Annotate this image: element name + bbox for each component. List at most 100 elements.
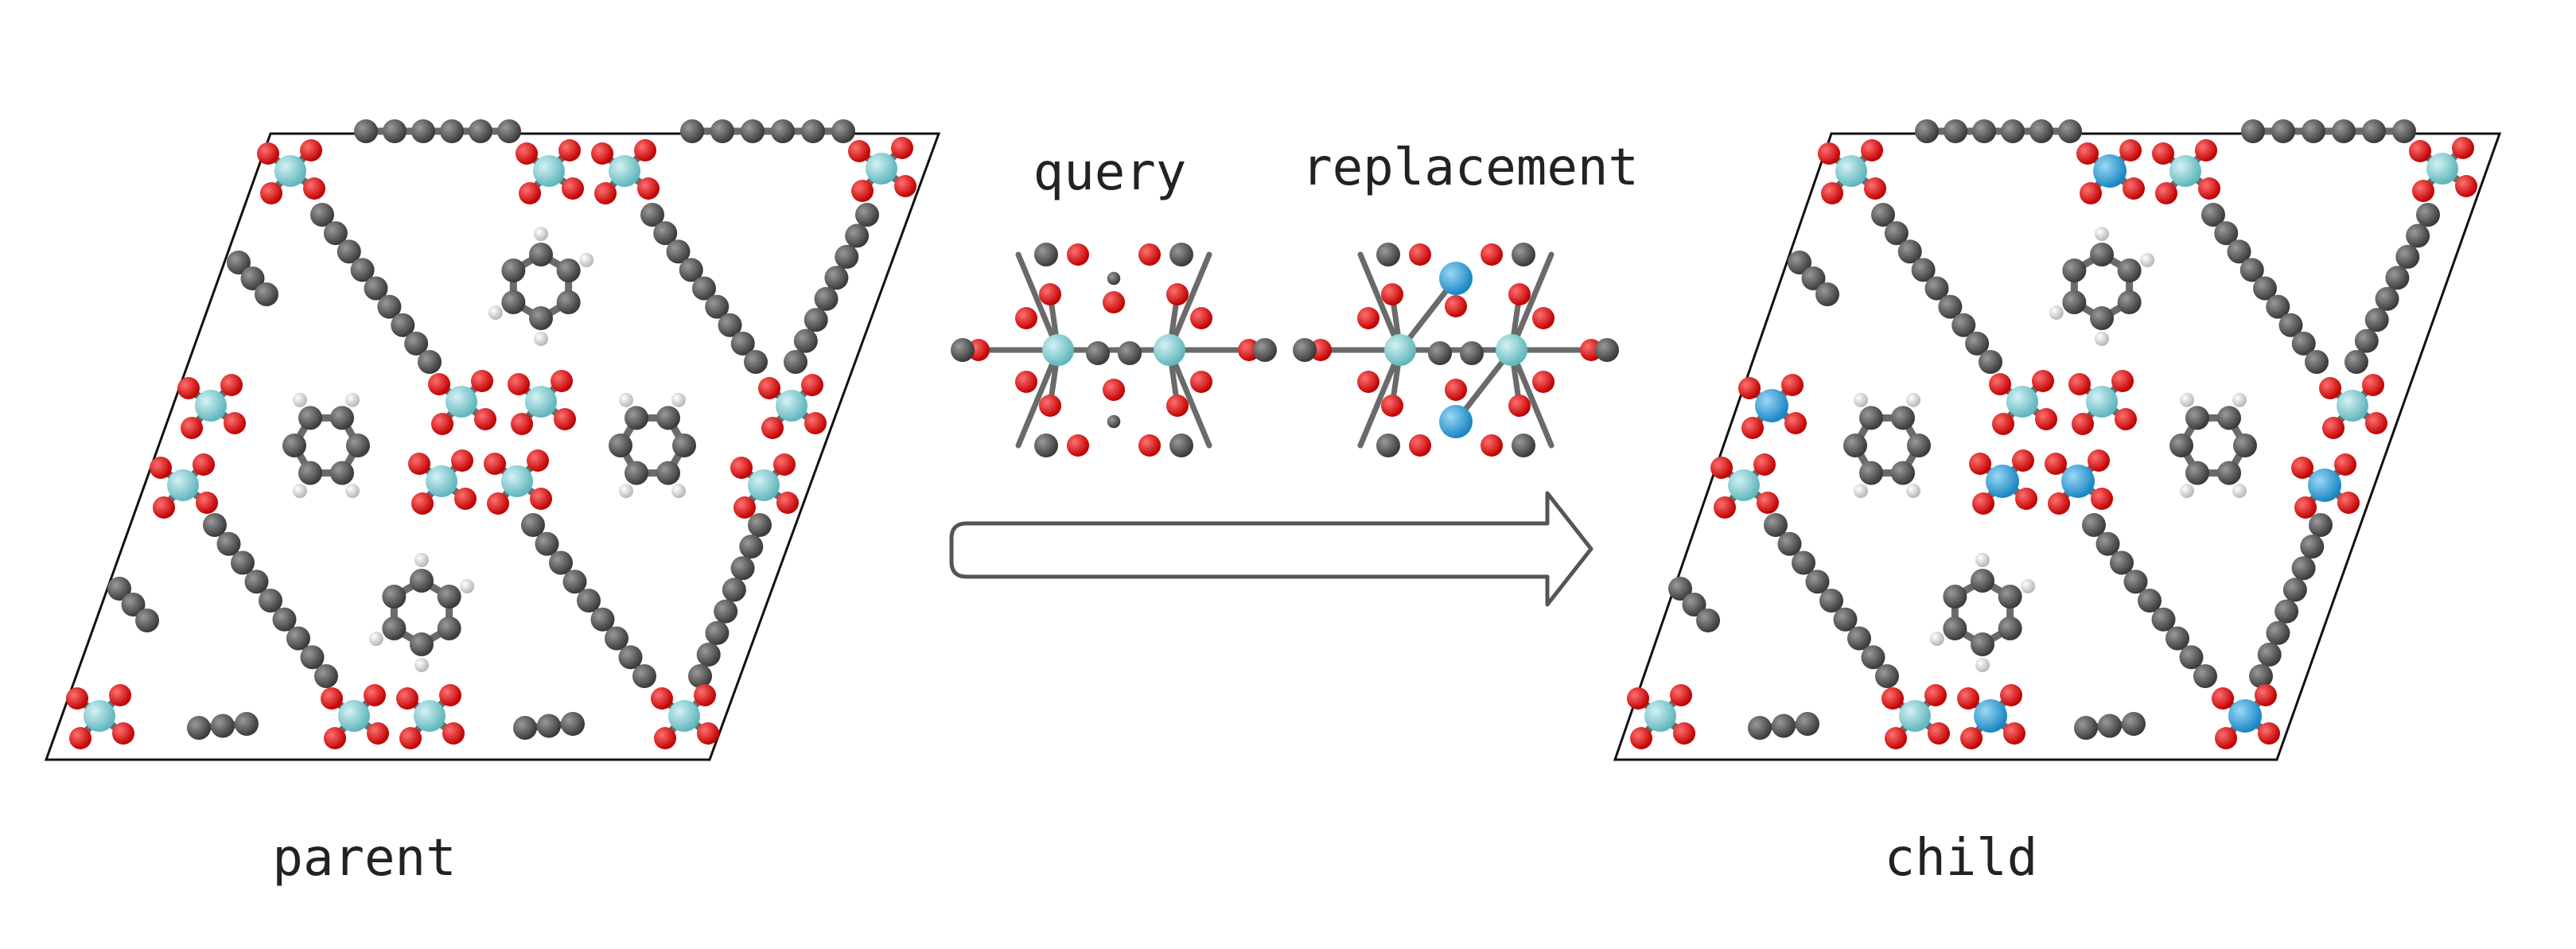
carbon-atom-icon: [1971, 632, 1994, 656]
oxygen-atom-icon: [2012, 449, 2034, 472]
oxygen-atom-icon: [1630, 727, 1652, 749]
oxygen-atom-icon: [527, 449, 549, 472]
oxygen-atom-icon: [2072, 413, 2094, 435]
carbon-atom-icon: [2151, 607, 2176, 632]
oxygen-atom-icon: [558, 139, 581, 161]
oxygen-atom-icon: [1972, 492, 1994, 515]
carbon-atom-icon: [1748, 716, 1772, 740]
carbon-atom-icon: [2249, 664, 2273, 688]
oxygen-atom-icon: [1481, 243, 1503, 266]
oxygen-atom-icon: [2152, 142, 2174, 165]
oxygen-atom-icon: [69, 727, 91, 749]
oxygen-atom-icon: [1818, 142, 1840, 165]
carbon-atom-icon: [2354, 329, 2379, 353]
hydrogen-atom-icon: [2021, 579, 2036, 593]
carbon-atom-icon: [354, 119, 378, 143]
carbon-atom-icon: [1777, 531, 1802, 556]
carbon-atom-icon: [656, 461, 680, 485]
carbon-atom-icon: [2122, 712, 2146, 736]
oxygen-atom-icon: [2365, 412, 2387, 434]
carbon-atom-icon: [605, 626, 628, 651]
carbon-atom-icon: [300, 645, 325, 670]
oxygen-atom-icon: [651, 687, 673, 710]
hydrogen-atom-icon: [293, 484, 307, 499]
carbon-atom-icon: [310, 203, 334, 227]
carbon-atom-icon: [2110, 550, 2134, 575]
oxygen-atom-icon: [1821, 182, 1843, 204]
oxygen-atom-icon: [654, 727, 676, 749]
transformation-arrow: [949, 491, 1593, 607]
carbon-atom-icon: [1911, 258, 1936, 282]
oxygen-atom-icon: [1190, 307, 1212, 329]
carbon-atom-icon: [714, 599, 738, 624]
oxygen-atom-icon: [801, 374, 823, 396]
oxygen-atom-icon: [411, 492, 434, 515]
oxygen-atom-icon: [1138, 243, 1161, 266]
oxygen-atom-icon: [364, 684, 386, 706]
hydrogen-atom-icon: [2095, 227, 2109, 241]
hydrogen-atom-icon: [2180, 484, 2194, 499]
carbon-atom-icon: [1428, 341, 1452, 365]
carbon-atom-icon: [2375, 286, 2399, 311]
oxygen-atom-icon: [1445, 295, 1467, 317]
oxygen-atom-icon: [554, 408, 576, 430]
oxygen-atom-icon: [303, 177, 325, 200]
oxygen-atom-icon: [508, 373, 530, 395]
carbon-atom-icon: [298, 461, 322, 485]
oxygen-atom-icon: [399, 727, 422, 749]
oxygen-atom-icon: [594, 182, 617, 204]
carbon-atom-icon: [497, 119, 521, 143]
carbon-atom-icon: [2271, 119, 2295, 143]
carbon-atom-icon: [1376, 434, 1400, 457]
oxygen-atom-icon: [1015, 371, 1037, 393]
oxygen-atom-icon: [367, 722, 389, 745]
carbon-atom-icon: [824, 266, 849, 290]
carbon-atom-icon: [1668, 577, 1692, 601]
carbon-atom-icon: [814, 286, 839, 311]
oxygen-atom-icon: [109, 684, 131, 706]
oxygen-atom-icon: [224, 412, 246, 434]
oxygen-atom-icon: [2123, 177, 2145, 200]
carbon-atom-icon: [107, 577, 131, 601]
metal-atom-icon: [84, 700, 115, 732]
carbon-atom-icon: [1891, 461, 1915, 485]
oxygen-atom-icon: [2048, 492, 2070, 515]
carbon-atom-icon: [469, 119, 492, 143]
carbon-atom-icon: [298, 406, 322, 430]
bond-line: [1166, 347, 1212, 449]
carbon-atom-icon: [2344, 350, 2368, 374]
carbon-atom-icon: [577, 589, 601, 613]
metal-atom-icon: [866, 153, 897, 185]
hydrogen-atom-icon: [1906, 392, 1920, 407]
oxygen-atom-icon: [193, 453, 215, 476]
carbon-atom-icon: [2082, 513, 2106, 537]
carbon-atom-icon: [1169, 434, 1193, 457]
bond-line: [1015, 347, 1061, 449]
carbon-atom-icon: [437, 585, 461, 609]
carbon-atom-icon: [2395, 244, 2420, 269]
carbon-atom-icon: [2257, 642, 2282, 667]
hydrogen-atom-icon: [1975, 658, 1990, 672]
carbon-atom-icon: [1847, 626, 1871, 651]
carbon-atom-icon: [513, 716, 537, 740]
carbon-atom-icon: [404, 331, 429, 356]
hydrogen-atom-icon: [345, 392, 360, 407]
carbon-atom-icon: [501, 259, 526, 282]
carbon-atom-icon: [1871, 203, 1895, 227]
carbon-atom-icon: [231, 550, 255, 575]
oxygen-atom-icon: [2080, 182, 2102, 204]
oxygen-atom-icon: [2003, 722, 2025, 745]
carbon-atom-icon: [656, 406, 680, 430]
hydrogen-atom-icon: [1929, 632, 1944, 646]
carbon-atom-icon: [411, 119, 435, 143]
carbon-atom-icon: [235, 712, 259, 736]
carbon-atom-icon: [2266, 294, 2290, 319]
oxygen-atom-icon: [530, 488, 552, 510]
metal-atom-icon: [338, 700, 370, 732]
oxygen-atom-icon: [396, 687, 418, 710]
metal-atom-icon: [2337, 390, 2368, 422]
carbon-atom-icon: [793, 329, 818, 353]
carbon-atom-icon: [1924, 276, 1949, 301]
query-fragment: [951, 243, 1277, 457]
carbon-atom-icon: [1833, 607, 1858, 632]
